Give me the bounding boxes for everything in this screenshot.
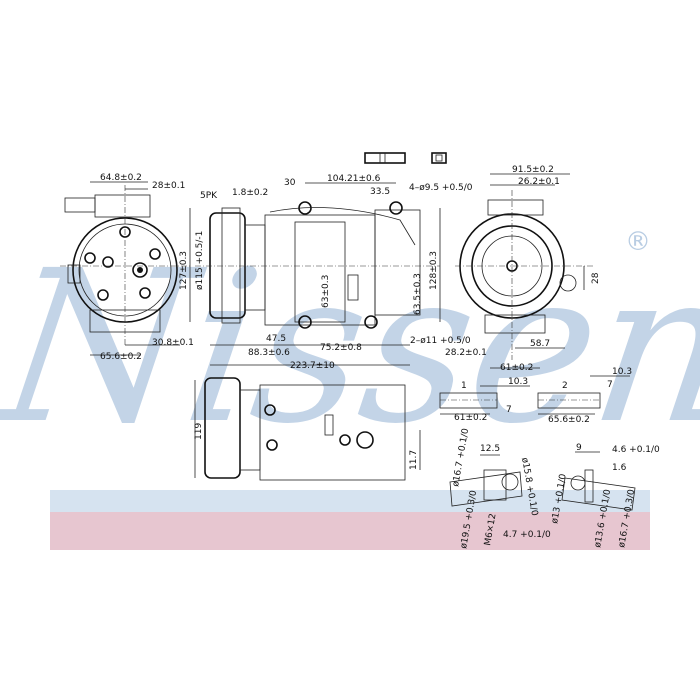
overall-length: 223.7±10 <box>290 361 335 371</box>
detail1-4-7: 4.7 +0.1/0 <box>503 530 551 540</box>
connector-symbol-icon <box>431 152 447 164</box>
front-view: 64.8±0.2 28±0.1 30.8±0.1 65.6±0.2 <box>60 173 194 362</box>
pulley-diameter: ø115 +0.5/-1 <box>195 231 205 290</box>
detail2-9: 9 <box>576 443 582 453</box>
port1-tag: 1 <box>461 381 467 391</box>
port2-tag: 2 <box>562 381 568 391</box>
port1-length: 10.3 <box>508 377 528 387</box>
rear-dim-61: 61±0.2 <box>500 363 533 373</box>
bottom-view: 119 11.7 <box>194 377 421 481</box>
rear-dim-28: 28 <box>591 272 601 284</box>
pulley-symbol-icon <box>364 152 406 164</box>
port2-width: 65.6±0.2 <box>548 415 590 425</box>
height-63-5: 63.5±0.3 <box>413 273 423 315</box>
dim-75-2: 75.2±0.8 <box>320 343 362 353</box>
rear-dim-58-7: 58.7 <box>530 339 550 349</box>
rear-offset: 26.2±0.1 <box>518 177 560 187</box>
front-width-top: 64.8±0.2 <box>100 173 142 183</box>
front-offset-top: 28±0.1 <box>152 181 185 191</box>
blue-band <box>50 490 650 512</box>
front-width-bottom: 65.6±0.2 <box>100 352 142 362</box>
dim-47-5: 47.5 <box>266 334 286 344</box>
bottom-height: 119 <box>194 423 204 440</box>
rear-dim-28-2: 28.2±0.1 <box>445 348 487 358</box>
height-128: 128±0.3 <box>429 251 439 290</box>
detail1-12-5: 12.5 <box>480 444 500 454</box>
port1-gap: 7 <box>506 405 512 415</box>
front-offset-bottom: 30.8±0.1 <box>152 338 194 348</box>
pink-band <box>50 512 650 550</box>
detail2-1-6: 1.6 <box>612 463 627 473</box>
holes-top: 4–ø9.5 +0.5/0 <box>409 183 473 193</box>
height-127: 127±0.3 <box>179 251 189 290</box>
port2-length: 10.3 <box>612 367 632 377</box>
holes-bottom: 2–ø11 +0.5/0 <box>410 336 471 346</box>
port-section-1: 1 10.3 61±0.2 7 <box>439 377 530 423</box>
registered-mark: ® <box>625 227 651 257</box>
rear-width: 91.5±0.2 <box>512 165 554 175</box>
pulley-offset: 1.8±0.2 <box>232 188 268 198</box>
detail2-4-6: 4.6 +0.1/0 <box>612 445 660 455</box>
bottom-dim-11-7: 11.7 <box>409 450 419 470</box>
side-view: 5PK 1.8±0.2 30 104.21±0.6 33.5 4–ø9.5 +0… <box>179 174 473 371</box>
rear-view: 91.5±0.2 26.2±0.1 28 58.7 28.2±0.1 61±0.… <box>445 165 601 373</box>
port1-width: 61±0.2 <box>454 413 487 423</box>
dim-33-5: 33.5 <box>370 187 390 197</box>
height-63: 63±0.3 <box>321 275 331 308</box>
belt-type: 5PK <box>200 191 218 201</box>
dim-88-3: 88.3±0.6 <box>248 348 290 358</box>
port-section-2: 2 10.3 65.6±0.2 7 <box>537 367 632 425</box>
mount-length: 104.21±0.6 <box>327 174 381 184</box>
dim-30: 30 <box>284 178 296 188</box>
port2-gap: 7 <box>607 380 613 390</box>
